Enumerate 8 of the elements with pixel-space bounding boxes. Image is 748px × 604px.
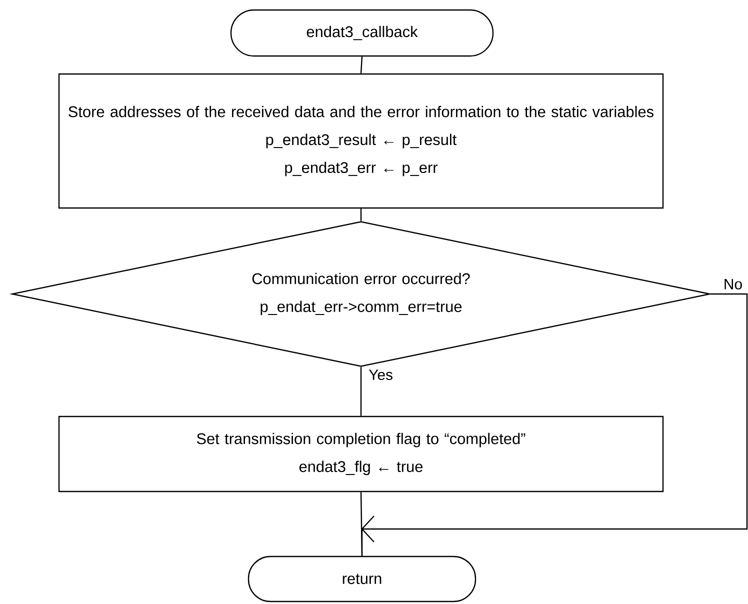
- connector-line: [360, 56, 363, 74]
- edge-label: No: [722, 278, 744, 290]
- connector-line: [360, 208, 362, 221]
- process-box: Store addresses of the received data and the error information to the static variables p_endat3_result ← p_result p_endat3_err ← p_err: [58, 73, 664, 209]
- edge-label: Yes: [368, 368, 394, 382]
- connector-line: [360, 367, 362, 416]
- arrow: [361, 293, 748, 556]
- process-box: Set transmission completion flag to “completed” endat3_flg ← true: [58, 416, 664, 492]
